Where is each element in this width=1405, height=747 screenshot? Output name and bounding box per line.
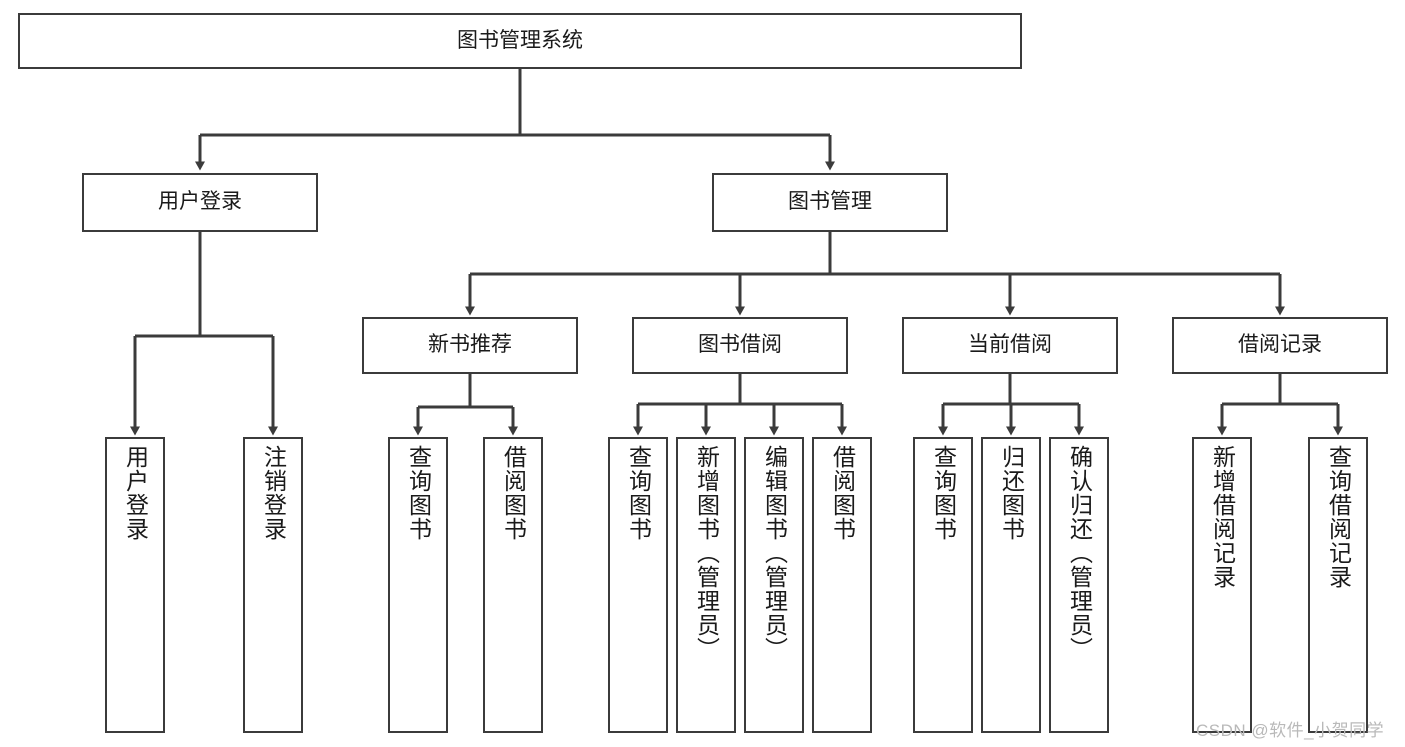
- node-leaf-confirm-return-label: 确认归还（管理员）: [1066, 445, 1093, 661]
- node-leaf-query-record-label: 查询借阅记录: [1325, 445, 1352, 589]
- csdn-watermark: CSDN @软件_小贺同学: [1196, 721, 1385, 740]
- node-leaf-add-book[interactable]: 新增图书（管理员）: [676, 437, 736, 733]
- node-leaf-borrow-book-1-label: 借阅图书: [500, 445, 527, 541]
- node-book-manage-label: 图书管理: [788, 190, 872, 214]
- node-leaf-user-login[interactable]: 用户登录: [105, 437, 165, 733]
- node-leaf-query-book-1-label: 查询图书: [405, 445, 432, 541]
- node-book-borrow-label: 图书借阅: [698, 333, 782, 357]
- node-leaf-user-login-label: 用户登录: [122, 445, 149, 541]
- node-leaf-borrow-book-2[interactable]: 借阅图书: [812, 437, 872, 733]
- node-user-login-label: 用户登录: [158, 190, 242, 214]
- node-root-label: 图书管理系统: [457, 28, 583, 52]
- node-borrow-record-label: 借阅记录: [1238, 333, 1322, 357]
- node-leaf-return-book-label: 归还图书: [998, 445, 1025, 541]
- node-leaf-query-record[interactable]: 查询借阅记录: [1308, 437, 1368, 733]
- node-current-borrow[interactable]: 当前借阅: [902, 317, 1118, 374]
- node-leaf-logout-label: 注销登录: [260, 445, 287, 541]
- node-leaf-add-record-label: 新增借阅记录: [1209, 445, 1236, 589]
- node-new-book-rec-label: 新书推荐: [428, 333, 512, 357]
- node-book-borrow[interactable]: 图书借阅: [632, 317, 848, 374]
- node-leaf-edit-book-label: 编辑图书（管理员）: [761, 445, 788, 661]
- node-leaf-query-book-2[interactable]: 查询图书: [608, 437, 668, 733]
- node-current-borrow-label: 当前借阅: [968, 333, 1052, 357]
- node-root[interactable]: 图书管理系统: [18, 13, 1022, 69]
- node-new-book-rec[interactable]: 新书推荐: [362, 317, 578, 374]
- node-leaf-return-book[interactable]: 归还图书: [981, 437, 1041, 733]
- tree-edges: [130, 69, 1343, 436]
- node-leaf-borrow-book-2-label: 借阅图书: [829, 445, 856, 541]
- node-leaf-query-book-2-label: 查询图书: [625, 445, 652, 541]
- node-leaf-logout[interactable]: 注销登录: [243, 437, 303, 733]
- node-leaf-add-record[interactable]: 新增借阅记录: [1192, 437, 1252, 733]
- node-leaf-query-book-1[interactable]: 查询图书: [388, 437, 448, 733]
- node-leaf-edit-book[interactable]: 编辑图书（管理员）: [744, 437, 804, 733]
- node-book-manage[interactable]: 图书管理: [712, 173, 948, 232]
- node-leaf-query-book-3[interactable]: 查询图书: [913, 437, 973, 733]
- node-borrow-record[interactable]: 借阅记录: [1172, 317, 1388, 374]
- node-user-login[interactable]: 用户登录: [82, 173, 318, 232]
- node-leaf-query-book-3-label: 查询图书: [930, 445, 957, 541]
- node-leaf-confirm-return[interactable]: 确认归还（管理员）: [1049, 437, 1109, 733]
- node-leaf-borrow-book-1[interactable]: 借阅图书: [483, 437, 543, 733]
- node-leaf-add-book-label: 新增图书（管理员）: [693, 445, 720, 661]
